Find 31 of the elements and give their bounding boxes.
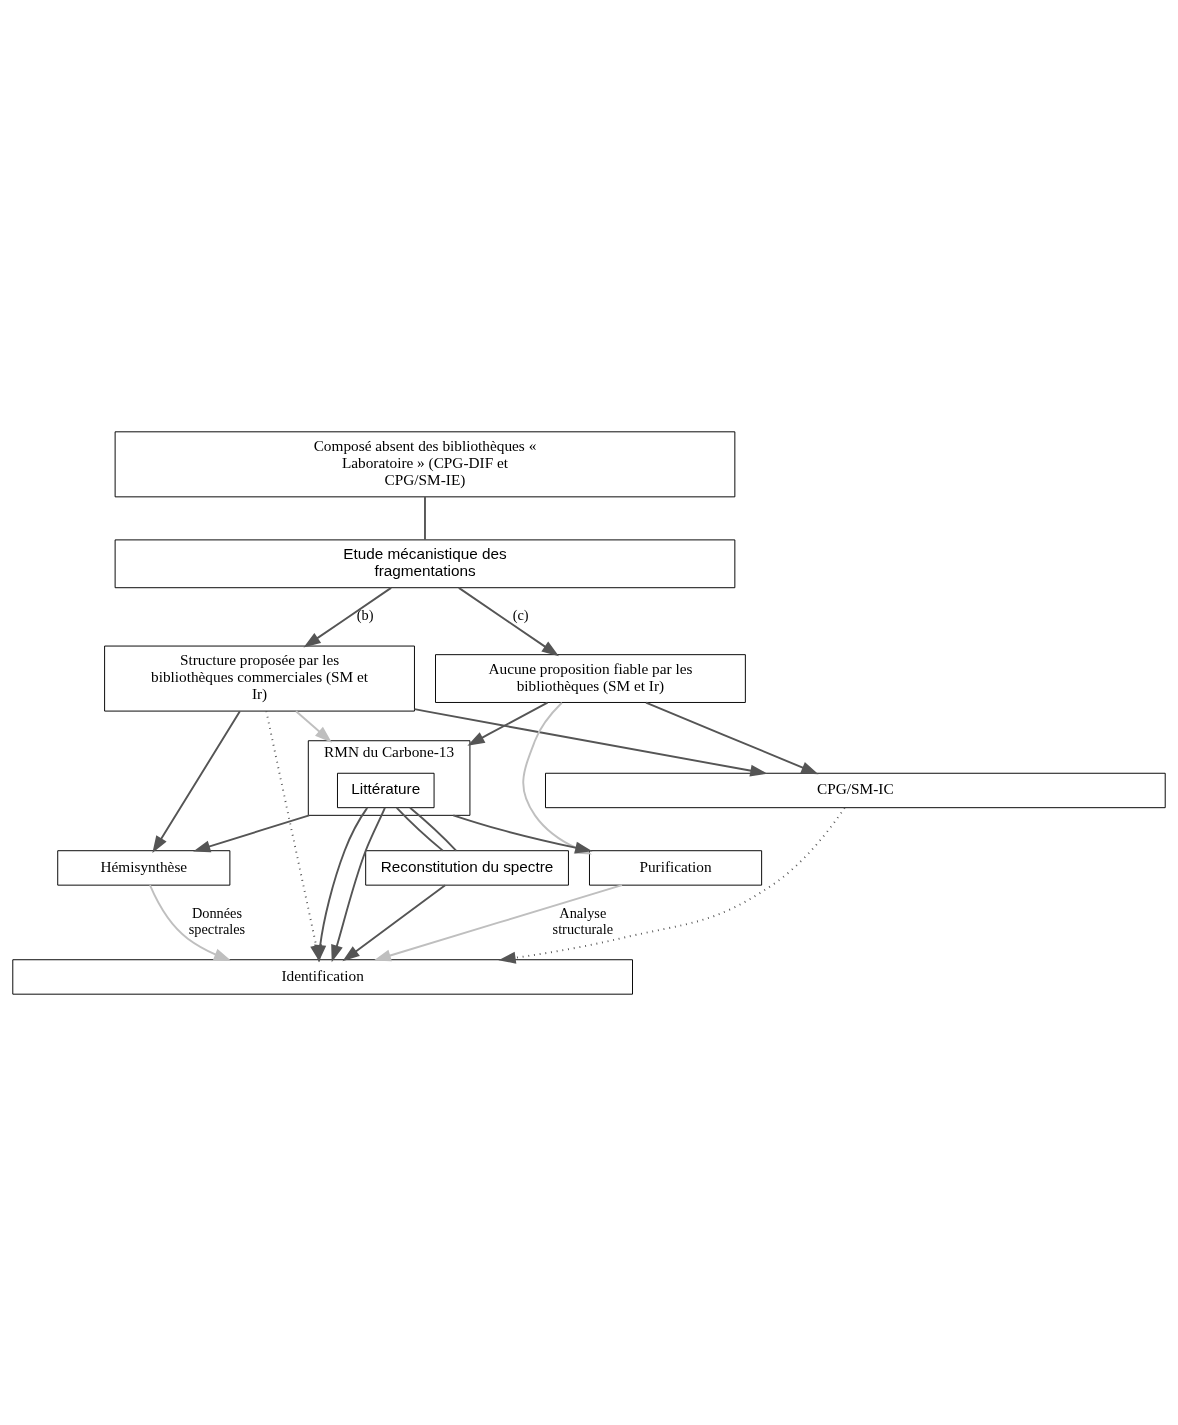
arrow — [295, 709, 332, 743]
arrow — [413, 707, 768, 777]
arrow — [193, 813, 311, 852]
node-box: Aucune proposition fiable par les bibliothèques (SM et Ir) — [435, 653, 746, 703]
arrow — [152, 709, 241, 853]
node-box: Hémisynthèse — [57, 849, 231, 886]
arrow — [467, 701, 549, 746]
arrow — [373, 883, 623, 961]
edge-label: Données spectrales — [188, 904, 246, 937]
arrow — [342, 883, 447, 961]
node-box: Structure proposée par les bibliothèques commerciales (SM et Ir) — [104, 645, 415, 712]
arrow — [331, 806, 386, 962]
connector — [395, 806, 444, 852]
edge-label: Analyse structurale — [552, 904, 614, 937]
connector — [424, 495, 426, 541]
node-box: CPG/SM-IC — [545, 772, 1166, 808]
arrow — [645, 701, 819, 774]
edge-label: (c) — [512, 606, 529, 623]
arrow — [498, 806, 846, 964]
node-box: Littérature — [337, 772, 435, 808]
arrow — [149, 883, 232, 961]
arrow — [303, 586, 393, 648]
node-box: Purification — [589, 849, 763, 886]
node-box: Reconstitution du spectre — [365, 849, 569, 886]
connector — [409, 806, 458, 852]
arrow — [314, 806, 369, 962]
node-box: Composé absent des bibliothèques « Laboratoire » (CPG-DIF et CPG/SM-IE) — [114, 430, 736, 497]
node-box: Identification — [12, 958, 633, 995]
node-box: Etude mécanistique des fragmentations — [114, 538, 736, 588]
edge-label: (b) — [356, 606, 374, 623]
arrow — [457, 586, 559, 656]
